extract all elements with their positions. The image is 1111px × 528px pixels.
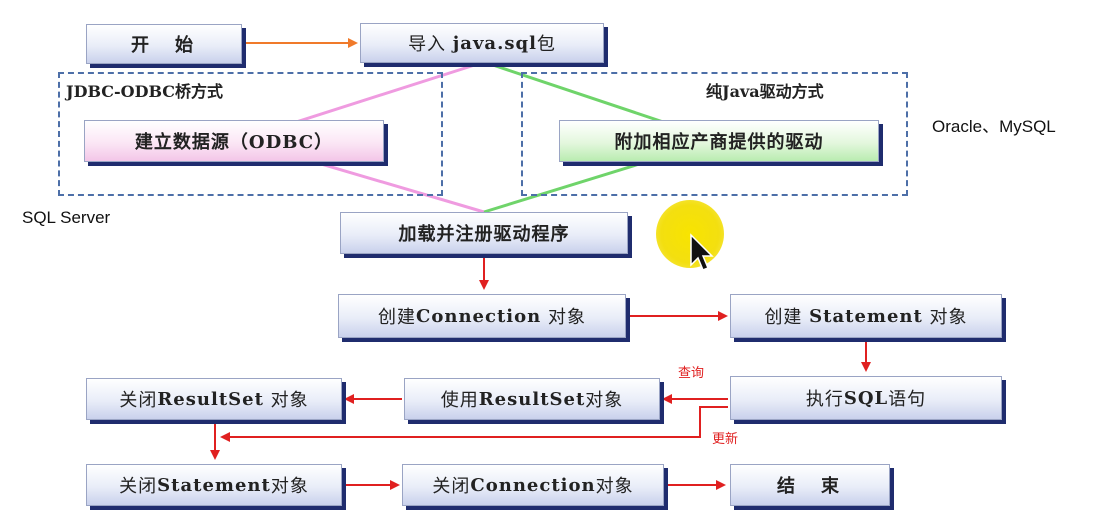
node-exec-bold: SQL — [843, 387, 889, 409]
node-create-conn-suffix: 对象 — [541, 307, 586, 328]
node-load-driver-label: 加载并注册驱动程序 — [398, 224, 570, 245]
node-vendor-driver: 附加相应产商提供的驱动 — [559, 120, 879, 162]
arrow-update-path — [220, 406, 728, 442]
group-label-jdbc-odbc: JDBC-ODBC桥方式 — [66, 82, 224, 101]
node-import-prefix: 导入 — [408, 34, 453, 55]
node-close-stmt-prefix: 关闭 — [119, 476, 158, 497]
node-create-stmt-suffix: 对象 — [922, 307, 968, 328]
node-close-conn-bold: Connection — [470, 474, 596, 496]
node-close-conn-suffix: 对象 — [595, 476, 634, 497]
node-use-rs-suffix: 对象 — [585, 390, 624, 411]
node-use-rs-prefix: 使用 — [440, 390, 479, 411]
node-close-conn-prefix: 关闭 — [432, 476, 471, 497]
node-start: 开 始 — [86, 24, 242, 64]
node-close-rs-prefix: 关闭 — [119, 390, 158, 411]
group-jdbc-odbc — [58, 72, 443, 196]
node-vendor-driver-label: 附加相应产商提供的驱动 — [614, 132, 824, 153]
node-create-statement: 创建 Statement 对象 — [730, 294, 1002, 338]
node-create-conn-bold: Connection — [416, 305, 542, 327]
group-label-pure-java: 纯Java驱动方式 — [706, 82, 824, 101]
mouse-pointer-icon — [690, 233, 714, 271]
node-odbc-source-label: 建立数据源（ODBC） — [134, 132, 334, 153]
node-load-driver: 加载并注册驱动程序 — [340, 212, 628, 254]
node-create-odbc-source: 建立数据源（ODBC） — [84, 120, 384, 162]
edge-label-update: 更新 — [712, 431, 739, 446]
node-close-stmt-bold: Statement — [157, 474, 271, 496]
node-close-stmt-suffix: 对象 — [270, 476, 309, 497]
node-close-rs-suffix: 对象 — [263, 390, 309, 411]
node-start-label: 开 始 — [131, 35, 197, 56]
node-create-stmt-prefix: 创建 — [764, 307, 810, 328]
node-import-suffix: 包 — [536, 34, 556, 55]
node-import-bold: java.sql — [452, 32, 537, 54]
node-close-rs-bold: ResultSet — [157, 388, 264, 410]
node-exec-suffix: 语句 — [888, 389, 927, 410]
node-create-conn-prefix: 创建 — [378, 307, 417, 328]
edge-label-query: 查询 — [678, 365, 705, 380]
group-pure-java — [521, 72, 908, 196]
node-end: 结 束 — [730, 464, 890, 506]
node-create-stmt-bold: Statement — [809, 305, 923, 327]
node-exec-prefix: 执行 — [805, 389, 844, 410]
node-use-rs-bold: ResultSet — [478, 388, 586, 410]
side-label-sql-server: SQL Server — [22, 208, 111, 227]
node-end-label: 结 束 — [777, 476, 843, 497]
side-label-oracle-mysql: Oracle、MySQL — [932, 117, 1056, 136]
